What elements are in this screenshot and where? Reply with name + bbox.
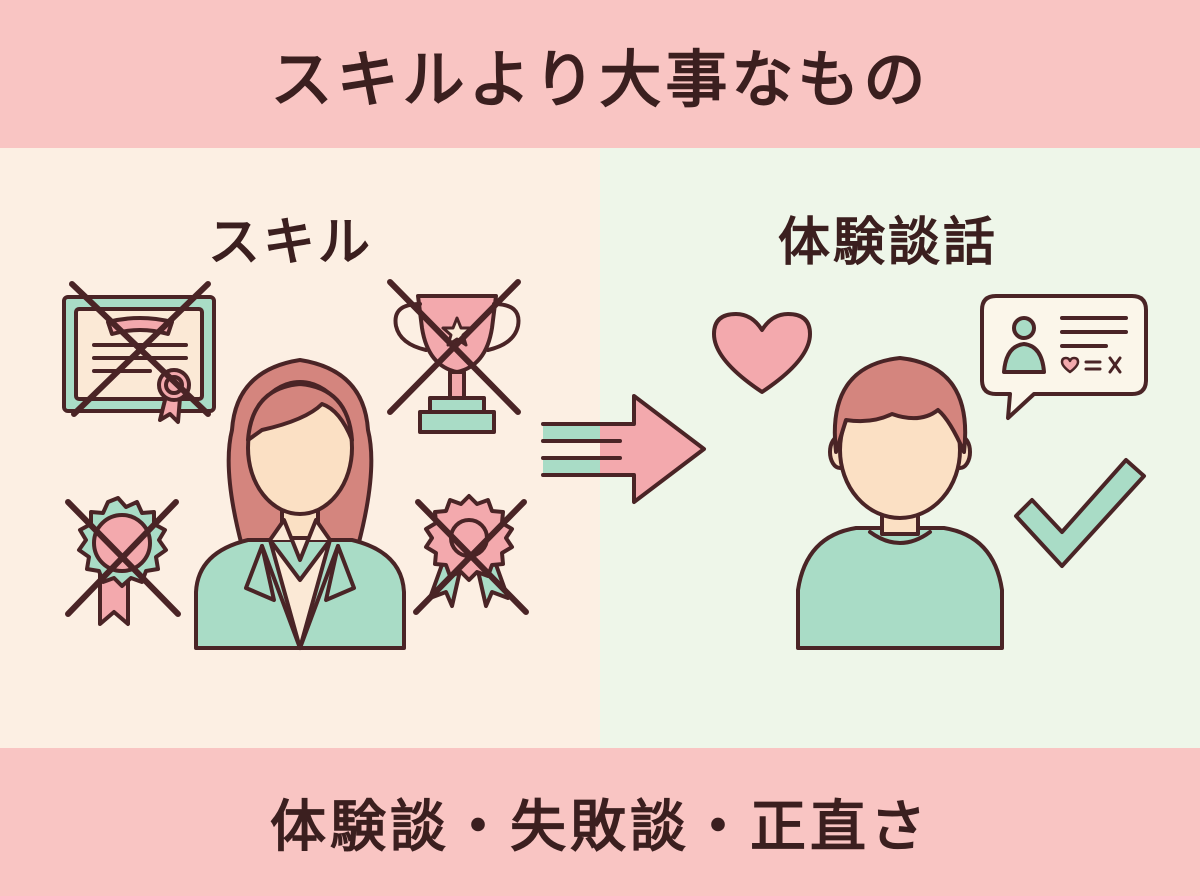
footer-summary: 体験談・失敗談・正直さ — [270, 794, 930, 860]
person-in-suit-icon — [194, 358, 406, 650]
person-casual-icon — [796, 356, 1004, 650]
header-band: スキルより大事なもの — [0, 0, 1200, 148]
checkmark-icon — [1014, 458, 1146, 568]
rosette-icon — [413, 494, 529, 615]
footer-band: 体験談・失敗談・正直さ — [0, 748, 1200, 896]
experience-panel-title: 体験談話 — [778, 213, 999, 273]
heart-icon — [712, 312, 812, 394]
medal-icon — [65, 496, 181, 626]
page-title: スキルより大事なもの — [270, 43, 930, 116]
certificate-icon — [62, 281, 216, 424]
skills-panel-title: スキル — [208, 213, 374, 273]
profile-speech-bubble-icon — [980, 294, 1148, 420]
arrow-right-icon — [541, 394, 706, 504]
trophy-icon — [387, 279, 521, 434]
